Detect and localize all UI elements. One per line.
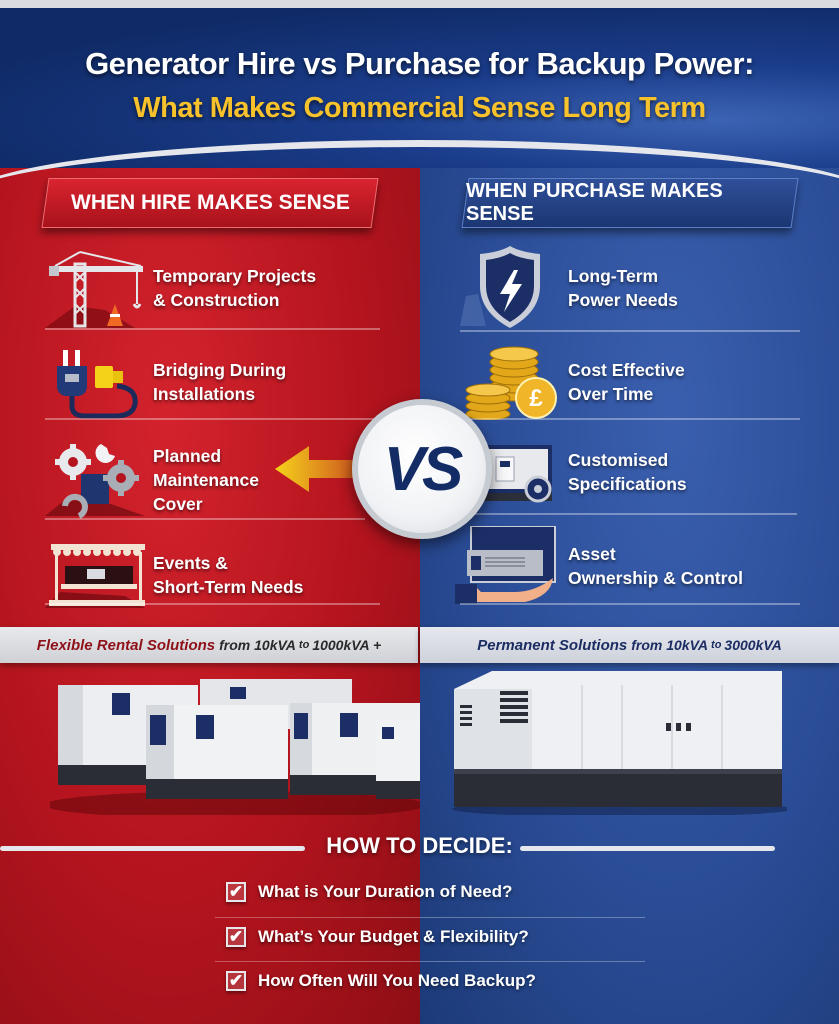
divider [460, 418, 800, 420]
purchase-item-asset: Asset Ownership & Control [455, 526, 743, 606]
divider [215, 961, 645, 962]
purchase-banner: WHEN PURCHASE MAKES SENSE [461, 178, 799, 228]
purchase-item-customised: Customised Specifications [460, 432, 687, 512]
decide-title: HOW TO DECIDE: [326, 833, 513, 858]
svg-text:£: £ [529, 385, 543, 412]
hire-item-maintenance: Planned Maintenance Cover [45, 440, 259, 520]
purchase-range-max: 3000kVA [724, 637, 782, 653]
hire-item-label: Bridging During Installations [153, 360, 287, 404]
top-strip [0, 0, 839, 8]
divider [45, 603, 380, 605]
hand-asset-icon [455, 526, 560, 604]
hire-item-label: Planned Maintenance Cover [153, 446, 259, 514]
purchase-item-cost-effective: £ Cost Effective Over Time [460, 342, 685, 422]
decide-item-label: What’s Your Budget & Flexibility? [258, 927, 529, 946]
decide-item-label: How Often Will You Need Backup? [258, 971, 536, 990]
hire-banner-label: WHEN HIRE MAKES SENSE [70, 191, 350, 214]
checkmark-icon: ✔ [226, 971, 246, 991]
gears-wrench-icon [45, 444, 145, 519]
decide-item-budget: ✔ What’s Your Budget & Flexibility? [226, 920, 529, 954]
hire-panel-background [0, 160, 420, 1024]
purchase-banner-label: WHEN PURCHASE MAKES SENSE [466, 180, 723, 225]
decide-item-duration: ✔ What is Your Duration of Need? [226, 875, 512, 909]
event-stall-icon [45, 539, 145, 611]
pound-coins-icon: £ [460, 346, 560, 420]
shield-lightning-icon [460, 246, 560, 328]
divider [460, 330, 800, 332]
permanent-generator-image [452, 671, 787, 815]
purchase-range-bar: Permanent Solutions from 10kVA to 3000kV… [420, 627, 839, 663]
header-arc-divider [0, 140, 839, 200]
decide-item-frequency: ✔ How Often Will You Need Backup? [226, 964, 536, 998]
plug-icon [45, 346, 145, 419]
hire-item-label: Events & Short-Term Needs [153, 553, 304, 597]
hire-item-bridging: Bridging During Installations [45, 342, 286, 422]
divider [472, 513, 797, 515]
divider [45, 328, 380, 330]
checkmark-icon: ✔ [226, 882, 246, 902]
purchase-range-to: to [711, 639, 722, 651]
purchase-item-label: Cost Effective Over Time [568, 360, 685, 404]
divider [460, 603, 800, 605]
hire-range-max: 1000kVA + [312, 637, 382, 653]
purchase-range-lead: Permanent Solutions [477, 636, 628, 654]
purchase-item-label: Long-Term Power Needs [568, 266, 678, 310]
divider [215, 917, 645, 918]
purchase-range-from: from 10kVA [631, 637, 709, 653]
divider [45, 418, 375, 420]
hire-range-from: from 10kVA [219, 637, 296, 653]
decide-line-left [0, 846, 305, 851]
hire-banner: WHEN HIRE MAKES SENSE [41, 178, 379, 228]
hire-range-bar: Flexible Rental Solutions from 10kVA to … [0, 627, 418, 663]
purchase-item-label: Asset Ownership & Control [568, 544, 743, 588]
crane-icon [45, 251, 145, 328]
decide-item-label: What is Your Duration of Need? [258, 882, 513, 901]
hire-range-lead: Flexible Rental Solutions [36, 636, 216, 654]
page-title: Generator Hire vs Purchase for Backup Po… [85, 46, 754, 81]
divider [45, 518, 365, 520]
purchase-item-label: Customised Specifications [568, 450, 687, 494]
decide-line-right [520, 846, 775, 851]
hire-item-temporary-projects: Temporary Projects & Construction [45, 248, 316, 328]
arrow-left-icon [275, 446, 375, 492]
header: Generator Hire vs Purchase for Backup Po… [0, 8, 839, 168]
vs-badge: VS [352, 399, 492, 539]
checkmark-icon: ✔ [226, 927, 246, 947]
page-subtitle: What Makes Commercial Sense Long Term [133, 92, 706, 124]
hire-item-label: Temporary Projects & Construction [153, 266, 317, 310]
purchase-item-long-term: Long-Term Power Needs [460, 246, 678, 328]
rental-generators-image [50, 679, 420, 815]
hire-range-to: to [298, 639, 310, 651]
hire-item-events: Events & Short-Term Needs [45, 535, 303, 615]
